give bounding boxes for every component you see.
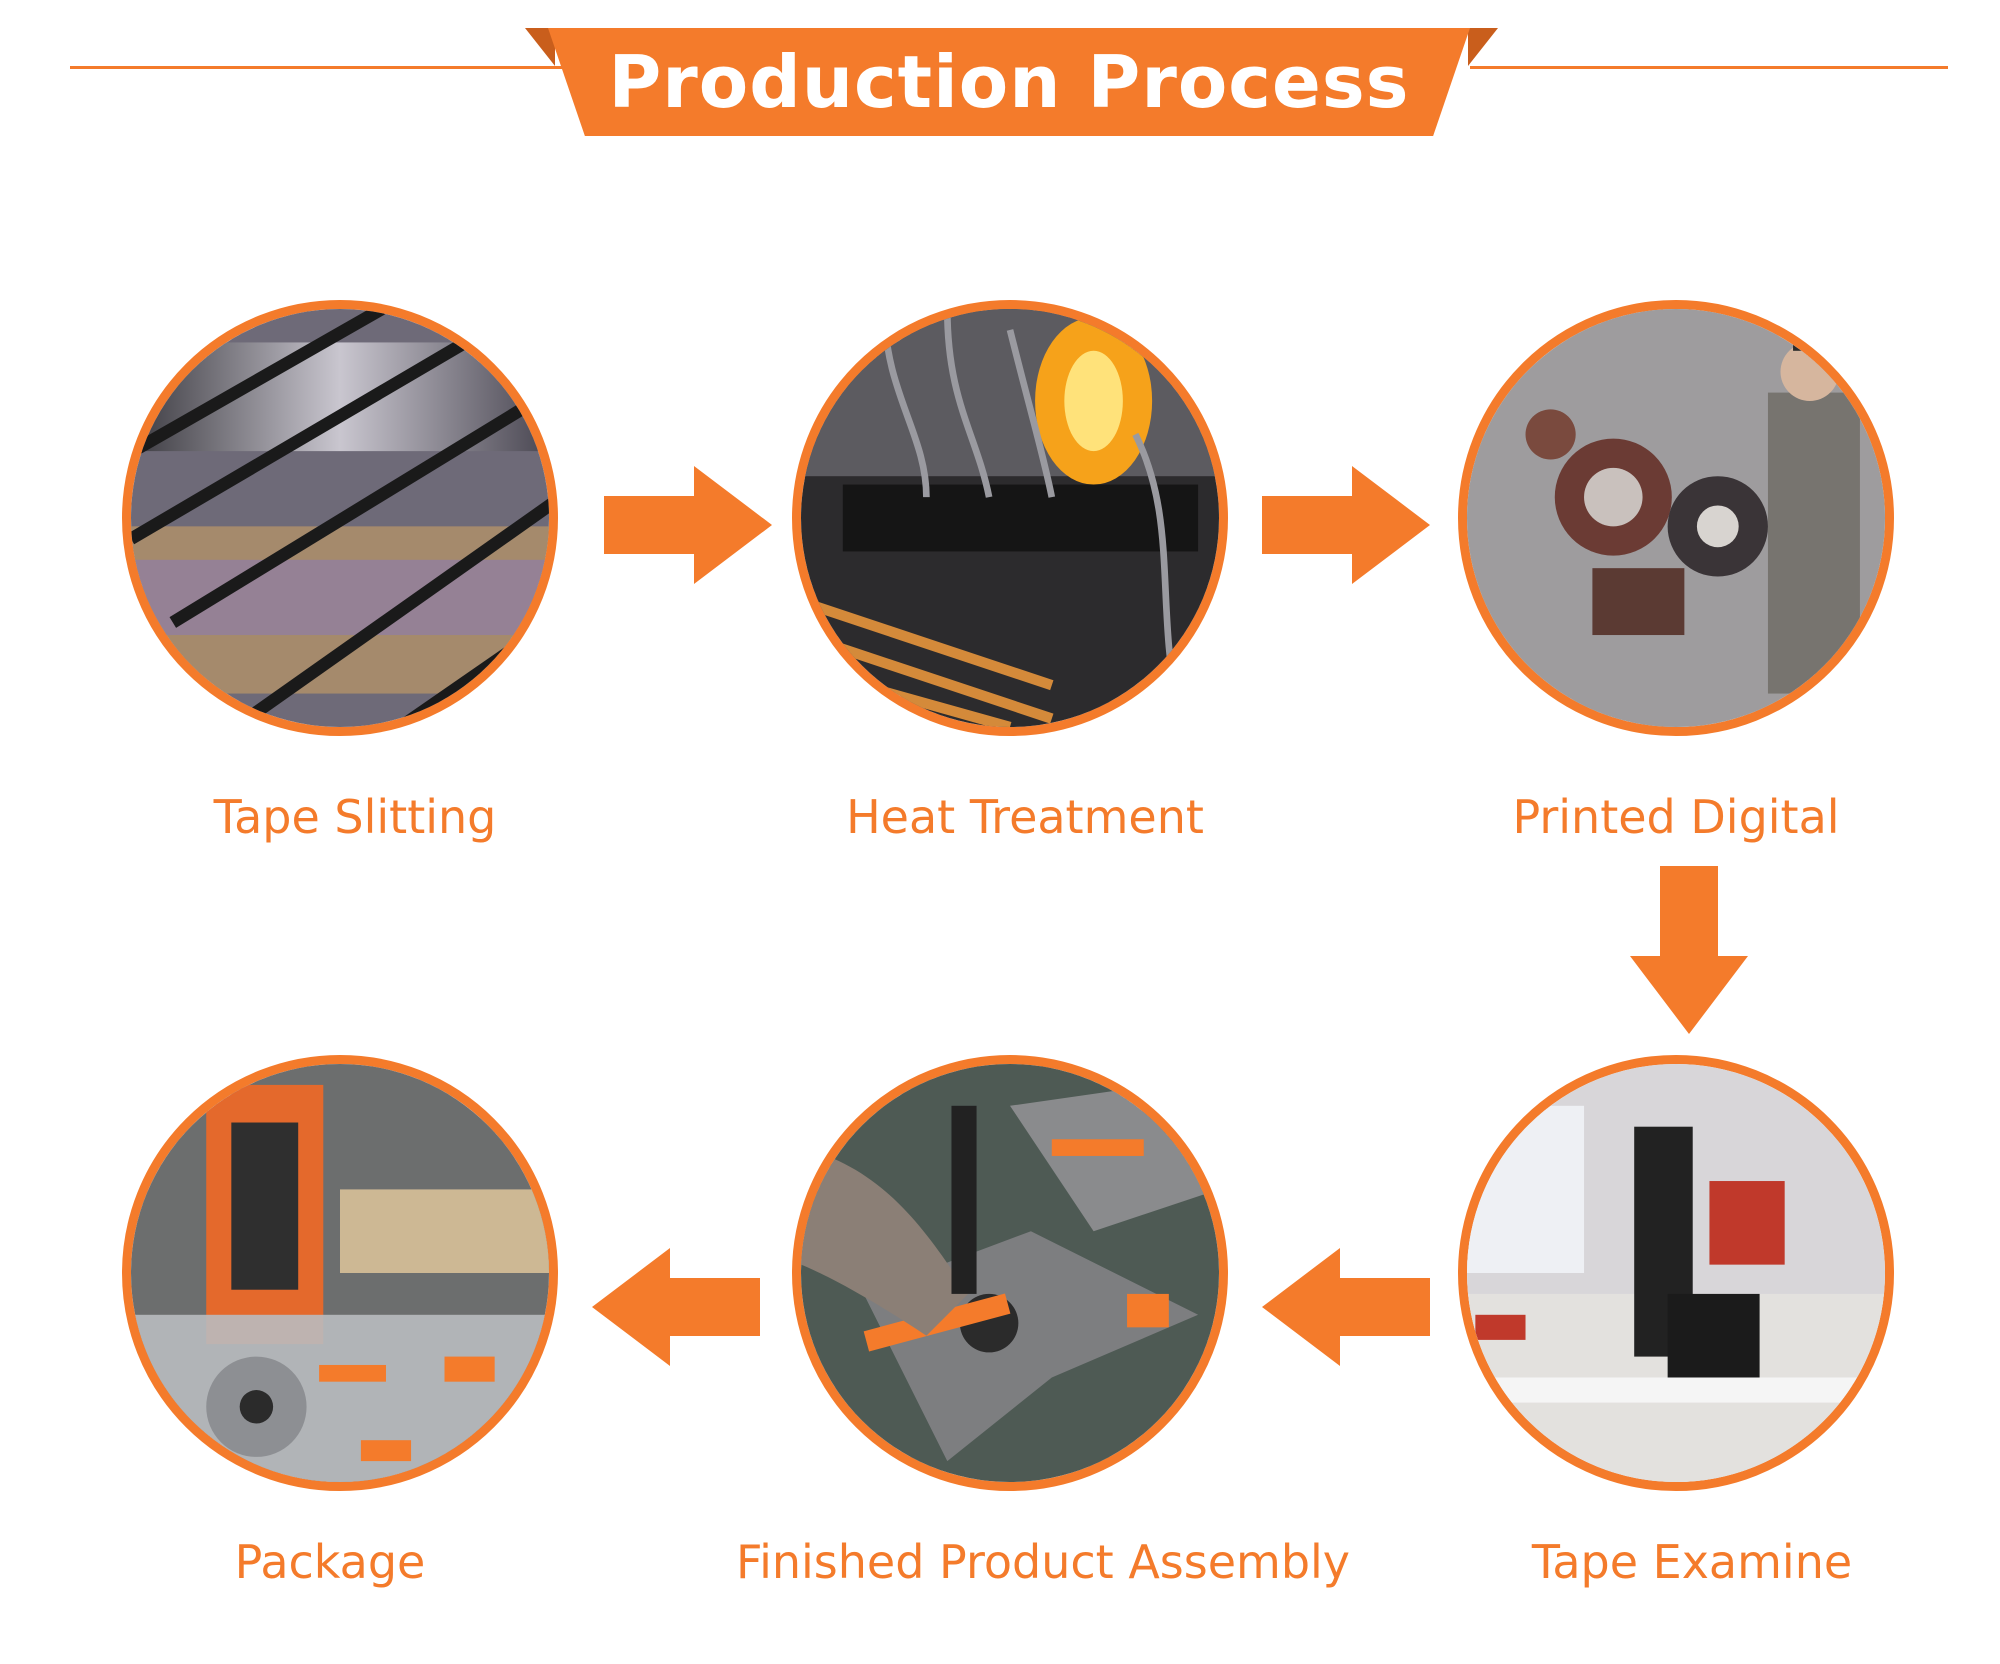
step-photo-heat-treatment bbox=[792, 300, 1228, 736]
step-photo-finished-product-assembly bbox=[792, 1055, 1228, 1491]
printing-machine-photo bbox=[1467, 309, 1885, 727]
step-label-printed-digital: Printed Digital bbox=[1512, 790, 1840, 844]
step-label-heat-treatment: Heat Treatment bbox=[846, 790, 1204, 844]
arrow-right-icon bbox=[604, 466, 772, 584]
arrow-left-icon bbox=[592, 1248, 760, 1366]
step-label-tape-slitting: Tape Slitting bbox=[213, 790, 497, 844]
banner-fold-left bbox=[525, 28, 555, 66]
step-photo-tape-examine bbox=[1458, 1055, 1894, 1491]
slitting-rollers-photo bbox=[131, 309, 549, 727]
arrow-right-icon bbox=[1262, 466, 1430, 584]
page-title: Production Process bbox=[608, 40, 1410, 124]
arrow-down-icon bbox=[1630, 866, 1748, 1034]
step-label-tape-examine: Tape Examine bbox=[1531, 1535, 1853, 1589]
inspection-camera-photo bbox=[1467, 1064, 1885, 1482]
step-photo-printed-digital bbox=[1458, 300, 1894, 736]
title-banner: Production Process bbox=[548, 28, 1470, 136]
banner-line-right bbox=[1470, 66, 1948, 69]
assembly-photo bbox=[801, 1064, 1219, 1482]
banner-line-left bbox=[70, 66, 570, 69]
banner-fold-right bbox=[1468, 28, 1498, 66]
step-label-package: Package bbox=[234, 1535, 426, 1589]
step-photo-package bbox=[122, 1055, 558, 1491]
arrow-left-icon bbox=[1262, 1248, 1430, 1366]
packaging-photo bbox=[131, 1064, 549, 1482]
step-label-finished-product-assembly: Finished Product Assembly bbox=[735, 1535, 1351, 1589]
step-photo-tape-slitting bbox=[122, 300, 558, 736]
heat-furnace-photo bbox=[801, 309, 1219, 727]
